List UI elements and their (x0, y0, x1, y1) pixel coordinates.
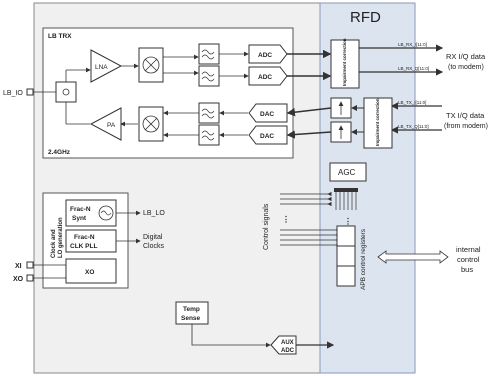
control-signal-lines (280, 191, 340, 248)
adc-i-label: ADC (258, 52, 272, 59)
agc-label: AGC (338, 168, 356, 177)
ghz-label: 2.4GHz (48, 149, 71, 156)
internal-bus-arrow (377, 250, 449, 264)
lb-io-label: LB_IO (3, 90, 23, 97)
xi-label: XI (15, 263, 22, 270)
lb-trx-label: LB TRX (48, 33, 72, 40)
rx-q-bus: LB_RX_Q[11:0] (398, 66, 429, 71)
clocks-label: Clocks (143, 243, 165, 250)
rx-filter-q (198, 65, 220, 87)
clock-lo-label: Clock and (51, 229, 57, 258)
dac-q-label: DAC (260, 133, 274, 140)
temp-label: Temp (183, 306, 200, 313)
internal-label: internal (456, 245, 481, 254)
clock-lo-label-2: LO generation (58, 217, 64, 258)
lb-lo-label: LB_LO (143, 210, 165, 217)
rx-iq-sub: (to modem) (448, 64, 484, 71)
adc-q (248, 66, 288, 86)
dac-i-label: DAC (260, 111, 274, 118)
pa-label: PA (107, 122, 116, 129)
agc-output-pins (335, 190, 357, 210)
tx-q-bus: LB_TX_Q[11:0] (398, 124, 429, 129)
xi-pin (26, 261, 34, 269)
agc-box (329, 162, 367, 182)
lna-amplifier (90, 49, 123, 83)
xo-box (65, 258, 117, 284)
adc-q-label: ADC (258, 74, 272, 81)
rx-impairment-correction (330, 39, 360, 89)
bus-label: bus (461, 265, 473, 274)
tx-impairment-label: Impairment correction (375, 98, 380, 146)
fracn-synt-label-1: Frac-N (70, 206, 91, 213)
aux-adc-label: ADC (281, 348, 295, 354)
control-label: control (457, 255, 480, 264)
lna-label: LNA (95, 64, 108, 71)
aux-label: AUX (281, 340, 294, 346)
tx-iq-sub: (from modem) (444, 123, 488, 130)
lb-io-pin (26, 88, 34, 96)
digital-label: Digital (143, 234, 163, 241)
apb-label: APB control registers (360, 228, 367, 290)
fracn-synt-label-2: Synt (72, 215, 87, 222)
apb-reg-1 (336, 225, 356, 247)
rx-i-bus: LB_RX_I[11:0] (398, 42, 427, 47)
tr-switch (55, 81, 77, 103)
rx-impairment-label: Impairment correction (342, 38, 347, 86)
fracn-pll-label-1: Frac-N (74, 234, 95, 241)
xo-pin-label: XO (13, 276, 24, 283)
tx-filter-q (198, 124, 220, 146)
rx-iq-label: RX I/Q data (446, 52, 486, 61)
control-dots: ⋮ (282, 215, 290, 224)
rx-filter-i (198, 43, 220, 65)
apb-reg-2 (336, 245, 356, 267)
tx-filter-i (198, 102, 220, 124)
sense-label: Sense (181, 315, 201, 322)
adc-i (248, 44, 288, 64)
rfd-title: RFD (350, 9, 381, 26)
tx-impairment-correction (363, 97, 393, 149)
apb-reg-3 (336, 265, 356, 287)
tx-i-bus: LB_TX_I[11:0] (398, 100, 426, 105)
control-signals-label: Control signals (263, 203, 270, 250)
fracn-pll-label-2: CLK PLL (70, 243, 97, 250)
xo-pin (26, 274, 34, 282)
xo-box-label: XO (85, 269, 94, 276)
tx-iq-label: TX I/Q data (446, 111, 485, 120)
agc-pin-dots: ⋮ (344, 217, 352, 226)
